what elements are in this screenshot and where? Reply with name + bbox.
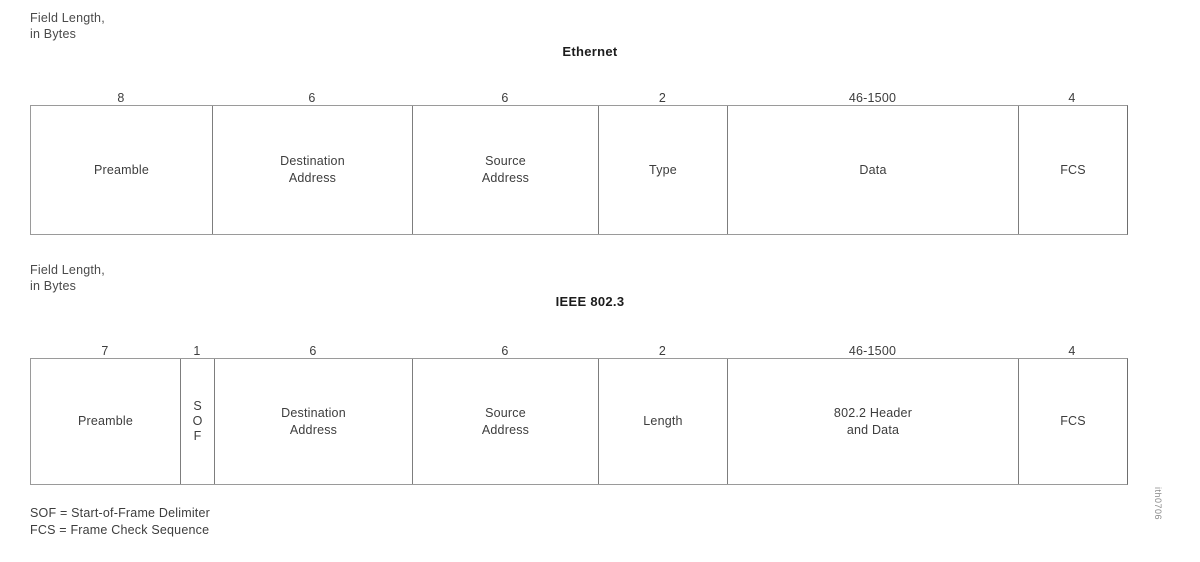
ieee8023-frame-title: IEEE 802.3 [555,294,625,309]
ethernet-byte-length-5: 4 [1068,91,1076,105]
ieee8023-field-4: Length [599,359,728,484]
ieee8023-field-1-char: S [193,399,202,413]
ieee8023-field-length-caption: Field Length, in Bytes [30,263,105,293]
ieee8023-field-5: 802.2 Header and Data [728,359,1019,484]
ieee8023-byte-length-0: 7 [101,344,109,358]
ieee8023-byte-length-row: 7 1 6 6 2 46-1500 4 [30,336,1128,358]
ieee8023-byte-length-2: 6 [309,344,317,358]
ieee8023-field-1-char: O [192,414,203,428]
ethernet-field-1: Destination Address [213,106,413,234]
ethernet-field-5: FCS [1060,162,1086,177]
ieee8023-field-6: FCS [1060,414,1086,428]
ieee8023-field-1-char: F [193,429,202,443]
ethernet-byte-length-row: 8 6 6 2 46-1500 4 [30,83,1128,105]
ethernet-byte-length-1: 6 [308,91,316,105]
legend-line-1: FCS = Frame Check Sequence [30,523,210,537]
ethernet-byte-length-3: 2 [658,91,667,105]
document-id-watermark: ith0706 [1153,487,1163,521]
ieee8023-byte-length-1: 1 [193,344,201,358]
ethernet-field-0: Preamble [31,106,213,234]
legend-line-0: SOF = Start-of-Frame Delimiter [30,506,210,520]
ethernet-byte-length-2: 6 [501,91,509,105]
ieee8023-byte-length-6: 4 [1068,344,1076,358]
ethernet-frame-title: Ethernet [562,44,618,59]
ethernet-field-length-caption: Field Length, in Bytes [30,11,105,41]
ethernet-field-4: Data [728,106,1019,234]
ethernet-byte-length-4: 46-1500 [848,91,897,105]
ethernet-field-3: Type [599,106,728,234]
ieee8023-field-3: Source Address [413,359,599,484]
ieee8023-field-2: Destination Address [215,359,413,484]
ieee8023-byte-length-5: 46-1500 [848,344,897,358]
ieee8023-byte-length-4: 2 [658,344,667,358]
ethernet-field-2: Source Address [413,106,599,234]
ieee8023-byte-length-3: 6 [501,344,509,358]
ieee8023-field-0: Preamble [31,359,181,484]
ethernet-byte-length-0: 8 [117,91,125,105]
